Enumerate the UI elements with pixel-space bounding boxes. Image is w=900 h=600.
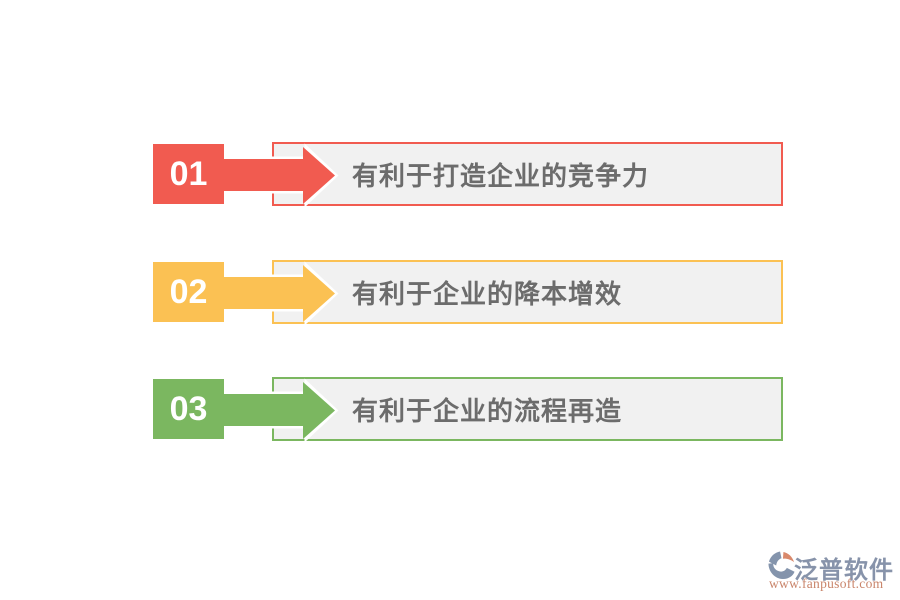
benefit-row-2: 02 有利于企业的降本增效 <box>153 260 783 326</box>
watermark-brand-text: 泛普软件 <box>794 558 894 584</box>
watermark-url-text: www.fanpusoft.com <box>769 576 884 591</box>
number-label-1: 01 <box>169 155 208 193</box>
benefit-label-3: 有利于企业的流程再造 <box>352 395 623 426</box>
benefit-box-1: 有利于打造企业的竞争力 <box>272 142 783 206</box>
benefit-row-3: 03 有利于企业的流程再造 <box>153 377 783 443</box>
number-label-2: 02 <box>169 273 208 311</box>
arrow-icon-2 <box>224 261 339 326</box>
number-badge-3: 03 <box>153 379 224 439</box>
benefit-box-3: 有利于企业的流程再造 <box>272 377 783 441</box>
benefit-box-2: 有利于企业的降本增效 <box>272 260 783 324</box>
number-badge-2: 02 <box>153 262 224 322</box>
fanpusoft-logo-icon <box>768 551 795 580</box>
benefit-label-1: 有利于打造企业的竞争力 <box>352 160 650 191</box>
arrow-icon-1 <box>224 143 339 208</box>
number-label-3: 03 <box>169 390 208 428</box>
number-badge-1: 01 <box>153 144 224 204</box>
benefit-row-1: 01 有利于打造企业的竞争力 <box>153 142 783 208</box>
arrow-icon-3 <box>224 378 339 443</box>
benefit-label-2: 有利于企业的降本增效 <box>352 278 623 309</box>
